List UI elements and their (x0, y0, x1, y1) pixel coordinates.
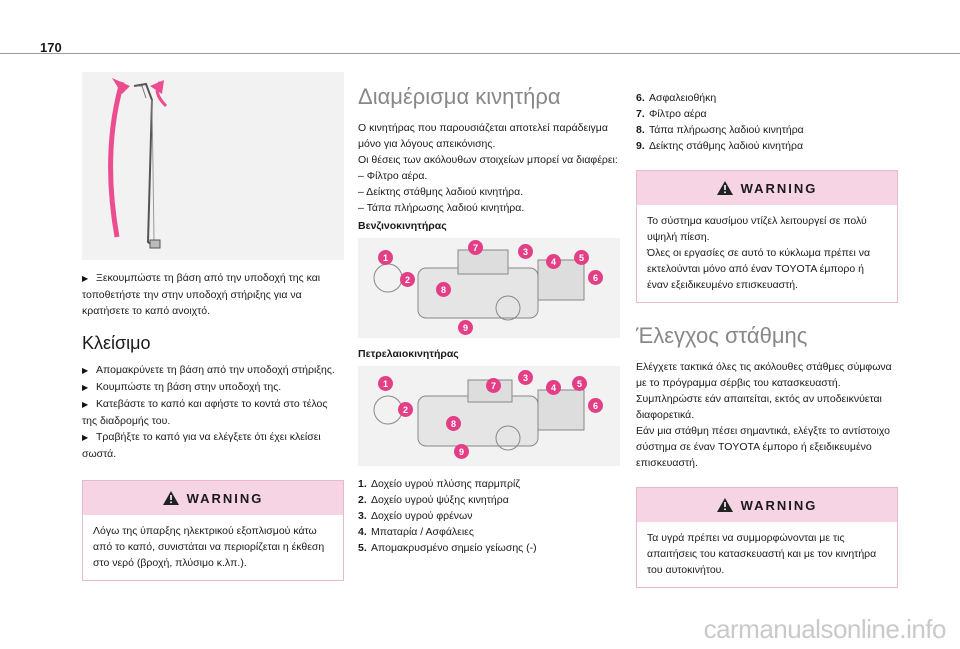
watermark: carmanualsonline.info (703, 614, 947, 644)
callout-badge-3: 3 (518, 244, 533, 259)
warning-box-water: WARNING Λόγω της ύπαρξης ηλεκτρικού εξοπ… (82, 480, 344, 581)
list-item: 6.Ασφαλειοθήκη (636, 92, 717, 104)
callout-badge-9: 9 (458, 320, 473, 335)
callout-badge-1: 1 (378, 376, 393, 391)
callout-badge-5: 5 (574, 250, 589, 265)
close-step: ▶Απομακρύνετε τη βάση από την υποδοχή στ… (82, 362, 344, 379)
column-left: ▶Ξεκουμπώστε τη βάση από την υποδοχή της… (82, 72, 344, 581)
warning-line: Όλες οι εργασίες σε αυτό το κύκλωμα πρέπ… (647, 247, 871, 291)
warning-header: WARNING (637, 171, 897, 205)
triangle-bullet-icon: ▶ (82, 366, 89, 375)
warning-triangle-icon (716, 498, 733, 512)
hood-prop-drawing (108, 78, 168, 249)
callout-badge-5: 5 (572, 376, 587, 391)
warning-header: WARNING (83, 481, 343, 515)
intro-line: – Φίλτρο αέρα. (358, 170, 428, 182)
callout-badge-6: 6 (588, 398, 603, 413)
petrol-engine-title: Βενζινοκινητήρας (358, 220, 447, 232)
list-item: 3.Δοχείο υγρού φρένων (358, 510, 473, 522)
close-step: ▶Κατεβάστε το καπό και αφήστε το κοντά σ… (82, 398, 328, 427)
hood-prop-illustration (82, 72, 344, 260)
warning-box-fluids: WARNING Τα υγρά πρέπει να συμμορφώνονται… (636, 487, 898, 588)
list-item: 7.Φίλτρο αέρα (636, 108, 707, 120)
callout-badge-4: 4 (546, 380, 561, 395)
components-list-continued: 6.Ασφαλειοθήκη 7.Φίλτρο αέρα 8.Τάπα πλήρ… (636, 90, 898, 154)
list-item: 2.Δοχείο υγρού ψύξης κινητήρα (358, 494, 509, 506)
callout-badge-1: 1 (378, 250, 393, 265)
callout-badge-8: 8 (436, 282, 451, 297)
column-middle: Διαμέρισμα κινητήρα Ο κινητήρας που παρο… (358, 84, 620, 556)
level-paragraph: Εάν μια στάθμη πέσει σημαντικά, ελέγξτε … (636, 425, 890, 469)
list-item: 4.Μπαταρία / Ασφάλειες (358, 526, 474, 538)
list-item: 5.Απομακρυσμένο σημείο γείωσης (-) (358, 542, 537, 554)
warning-title: WARNING (186, 490, 264, 506)
warning-header: WARNING (637, 488, 897, 522)
warning-text: Λόγω της ύπαρξης ηλεκτρικού εξοπλισμού κ… (93, 525, 325, 569)
close-section-title: Κλείσιμο (82, 333, 151, 353)
diesel-engine-illustration: 1 2 7 3 4 5 6 8 9 (358, 366, 620, 466)
triangle-bullet-icon: ▶ (82, 383, 89, 392)
callout-badge-4: 4 (546, 254, 561, 269)
callout-badge-3: 3 (518, 370, 533, 385)
warning-text: Τα υγρά πρέπει να συμμορφώνονται με τις … (647, 532, 877, 576)
components-list: 1.Δοχείο υγρού πλύσης παρμπρίζ 2.Δοχείο … (358, 476, 620, 556)
triangle-bullet-icon: ▶ (82, 274, 89, 283)
diesel-engine-title: Πετρελαιοκινητήρας (358, 348, 459, 360)
close-step: ▶Κουμπώστε τη βάση στην υποδοχή της. (82, 379, 344, 396)
warning-title: WARNING (740, 497, 818, 513)
warning-text: Το σύστημα καυσίμου ντίζελ λειτουργεί σε… (637, 205, 897, 302)
callout-badge-7: 7 (468, 240, 483, 255)
intro-line: Ο κινητήρας που παρουσιάζεται αποτελεί π… (358, 122, 608, 150)
close-step: ▶Τραβήξτε το καπό για να ελέγξετε ότι έχ… (82, 431, 321, 460)
warning-triangle-icon (162, 491, 179, 505)
callout-badge-2: 2 (400, 272, 415, 287)
level-check-title: Έλεγχος στάθμης (636, 323, 808, 348)
level-paragraph: Συμπληρώστε εάν απαιτείται, εκτός αν υπο… (636, 393, 882, 421)
level-paragraph: Ελέγχετε τακτικά όλες τις ακόλουθες στάθ… (636, 361, 892, 389)
column-right: 6.Ασφαλειοθήκη 7.Φίλτρο αέρα 8.Τάπα πλήρ… (636, 90, 898, 588)
intro-line: Οι θέσεις των ακόλουθων στοιχείων μπορεί… (358, 154, 618, 166)
callout-badge-7: 7 (486, 378, 501, 393)
engine-compartment-title: Διαμέρισμα κινητήρα (358, 84, 561, 109)
callout-badge-9: 9 (454, 444, 469, 459)
intro-line: – Δείκτης στάθμης λαδιού κινητήρα. (358, 186, 524, 198)
warning-triangle-icon (716, 181, 733, 195)
triangle-bullet-icon: ▶ (82, 433, 89, 442)
petrol-engine-illustration: 1 2 7 3 4 5 6 8 9 (358, 238, 620, 338)
warning-title: WARNING (740, 180, 818, 196)
callout-badge-6: 6 (588, 270, 603, 285)
top-divider (0, 53, 960, 54)
triangle-bullet-icon: ▶ (82, 400, 89, 409)
petrol-engine-drawing (373, 249, 585, 321)
callout-badge-8: 8 (446, 416, 461, 431)
diesel-engine-drawing (373, 379, 585, 451)
callout-badge-2: 2 (398, 402, 413, 417)
list-item: 1.Δοχείο υγρού πλύσης παρμπρίζ (358, 478, 520, 490)
page-number: 170 (40, 40, 62, 55)
list-item: 8.Τάπα πλήρωσης λαδιού κινητήρα (636, 124, 804, 136)
warning-line: Το σύστημα καυσίμου ντίζελ λειτουργεί σε… (647, 215, 867, 243)
list-item: 9.Δείκτης στάθμης λαδιού κινητήρα (636, 140, 804, 152)
warning-box-diesel: WARNING Το σύστημα καυσίμου ντίζελ λειτο… (636, 170, 898, 303)
intro-line: – Τάπα πλήρωσης λαδιού κινητήρα. (358, 202, 525, 214)
prop-caption: ▶Ξεκουμπώστε τη βάση από την υποδοχή της… (82, 272, 321, 317)
